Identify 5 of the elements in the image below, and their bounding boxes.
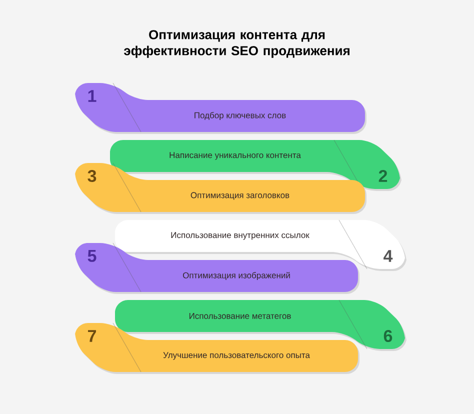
step-band: 7 Улучшение пользовательского опыта	[75, 322, 360, 374]
step-band: 5 Оптимизация изображений	[75, 242, 360, 294]
step-band: 3 Оптимизация заголовков	[75, 162, 366, 214]
step-band: 1 Подбор ключевых слов	[75, 82, 366, 134]
title: Оптимизация контента для эффективности SEO продвижения	[124, 30, 350, 58]
